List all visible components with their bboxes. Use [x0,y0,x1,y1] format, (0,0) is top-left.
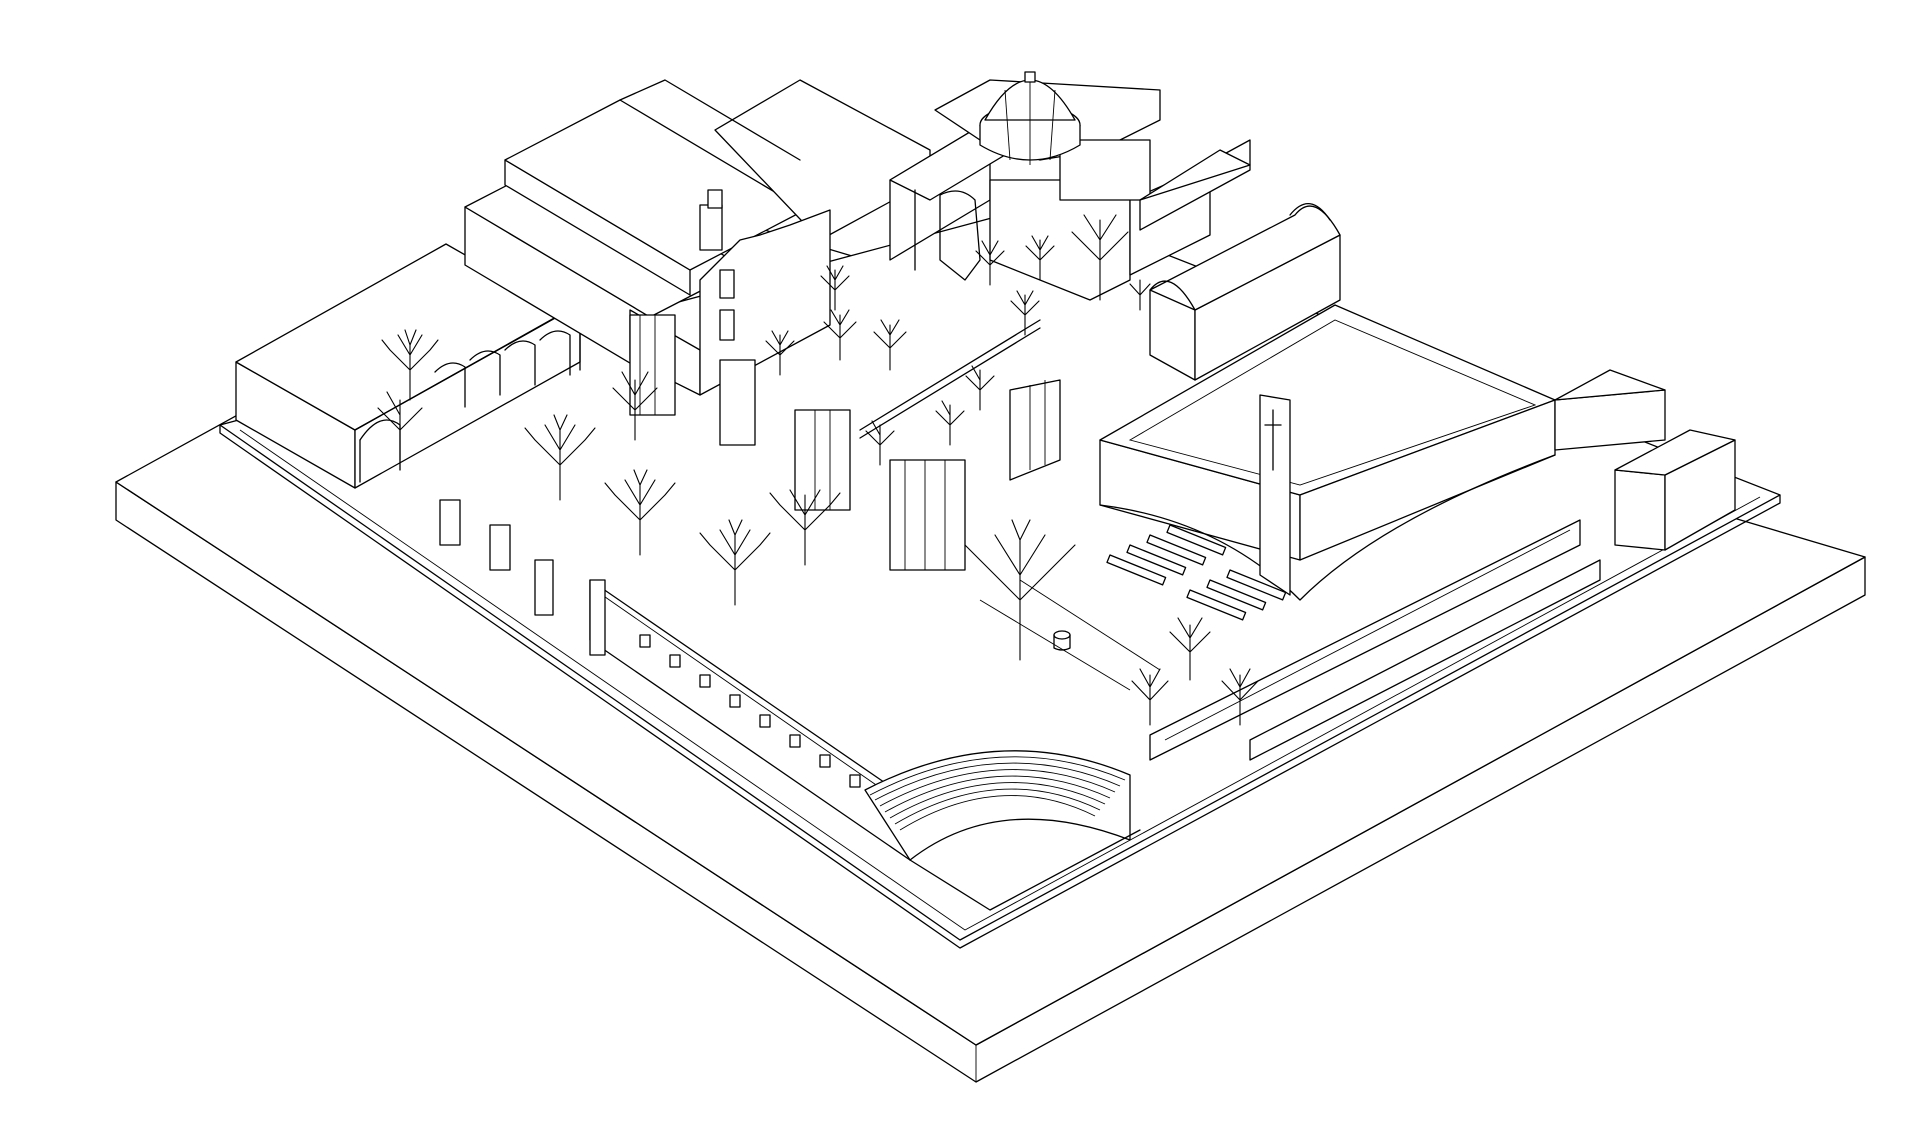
tree [1071,214,1129,301]
rear-buildings [464,79,931,376]
tree [820,265,850,311]
tree [612,371,658,441]
tree [769,489,841,566]
courtyard-ruins [629,314,1061,571]
domed-chapel [889,71,1211,301]
front-wall [439,499,911,861]
tree [604,469,676,556]
tree [1131,668,1169,726]
tree [765,330,795,376]
tree [1221,668,1259,726]
tree [1129,279,1151,311]
tree [935,400,965,446]
tree [1169,617,1211,681]
tree [377,391,423,461]
tree [975,240,1005,286]
bench-rows [979,524,1287,691]
tree [964,519,1076,661]
vaulted-annex [1139,139,1341,381]
tree [381,329,439,401]
courtyard-trees [377,214,1259,726]
tree [699,519,771,606]
tree [865,420,895,466]
tree [1025,235,1055,281]
site-bollard [1053,630,1071,651]
tree [823,309,857,361]
access-ramps [1149,519,1601,761]
tree [1010,290,1040,336]
corner-building-right [1614,429,1736,551]
tree [524,414,596,501]
modern-church-hall [1099,304,1666,601]
amphitheatre [864,750,1141,911]
tree [965,365,995,411]
tree [873,319,907,371]
